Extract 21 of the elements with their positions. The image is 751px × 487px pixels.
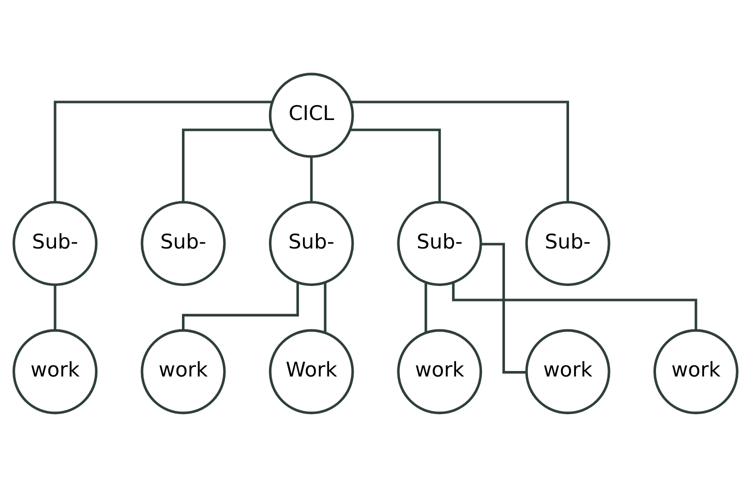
connector	[350, 100, 570, 202]
node-circle: CICL	[268, 72, 354, 158]
node-circle: Sub-	[268, 200, 354, 286]
node-circle: Sub-	[140, 200, 226, 286]
connector	[324, 282, 326, 333]
connector	[182, 128, 273, 202]
node-circle: Sub-	[12, 200, 98, 286]
node-circle: Work	[268, 329, 354, 414]
node-circle: Sub-	[525, 200, 610, 286]
connector	[54, 100, 272, 202]
connector	[480, 242, 526, 374]
connector	[350, 128, 441, 202]
connector	[424, 282, 428, 333]
connector	[54, 284, 56, 330]
connector	[310, 156, 313, 202]
node-circle: work	[525, 329, 610, 414]
node-circle: work	[397, 329, 482, 414]
node-circle: work	[140, 329, 226, 414]
node-circle: work	[653, 329, 738, 414]
node-circle: Sub-	[397, 200, 482, 286]
node-circle: work	[12, 329, 98, 414]
